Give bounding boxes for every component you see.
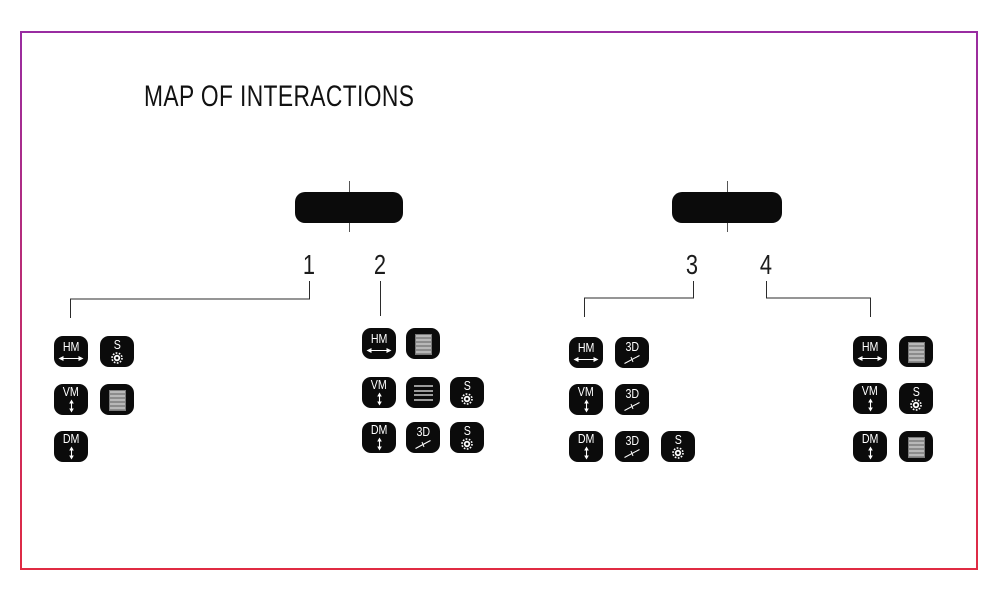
badge-vm: VM — [569, 384, 603, 415]
badge-stripe — [100, 384, 134, 415]
badge-label: DM — [577, 431, 595, 446]
double-vertical-arrow-icon — [375, 437, 384, 451]
badge-label: S — [463, 378, 471, 393]
badge-3d: 3D — [406, 422, 440, 453]
badge-label: 3D — [416, 423, 430, 439]
badge-vm: VM — [54, 384, 88, 415]
badge-label: S — [674, 432, 682, 447]
badge-label: S — [912, 384, 920, 399]
gear-icon — [111, 352, 123, 364]
badge-stripe — [899, 431, 933, 462]
badge-label: VM — [862, 383, 878, 398]
badge-label: S — [463, 423, 471, 438]
badge-label: DM — [62, 431, 80, 446]
badge-hm: HM — [853, 336, 887, 367]
branch-1-connector — [70, 281, 310, 318]
badge-hm: HM — [54, 336, 88, 367]
badge-label: VM — [371, 377, 387, 392]
badge-label: DM — [861, 431, 879, 446]
device-node-2 — [672, 192, 782, 223]
striped-square-icon — [907, 436, 925, 458]
badge-label: 3D — [625, 432, 639, 448]
branch-label-3: 3 — [685, 249, 699, 280]
badge-lines — [406, 377, 440, 408]
badge-dm: DM — [362, 422, 396, 453]
badge-s: S — [450, 422, 484, 453]
badge-vm: VM — [362, 377, 396, 408]
gear-icon — [461, 393, 473, 405]
striped-square-icon — [414, 333, 432, 355]
badge-label: S — [113, 337, 121, 352]
diagonal-slider-icon — [623, 354, 641, 365]
badge-hm: HM — [569, 337, 603, 368]
badge-s: S — [661, 431, 695, 462]
badge-label: HM — [577, 339, 595, 355]
diagonal-slider-icon — [623, 401, 641, 412]
badge-label: VM — [578, 384, 594, 399]
gear-icon — [910, 399, 922, 411]
badge-stripe — [406, 328, 440, 359]
badge-s: S — [450, 377, 484, 408]
branch-3-connector — [584, 281, 694, 317]
badge-label: 3D — [625, 385, 639, 401]
page-title: MAP OF INTERACTIONS — [144, 80, 415, 113]
badge-3d: 3D — [615, 384, 649, 415]
double-horizontal-arrow-icon — [58, 354, 84, 363]
badge-stripe — [899, 336, 933, 367]
double-vertical-arrow-icon — [67, 399, 76, 413]
badge-s: S — [100, 336, 134, 367]
double-vertical-arrow-icon — [866, 398, 875, 412]
double-horizontal-arrow-icon — [366, 346, 392, 355]
device-node-1 — [295, 192, 403, 223]
gradient-border-frame — [20, 31, 978, 570]
badge-vm: VM — [853, 383, 887, 414]
menu-lines-icon — [413, 383, 433, 404]
badge-label: 3D — [625, 338, 639, 354]
diagonal-slider-icon — [414, 439, 432, 450]
double-vertical-arrow-icon — [582, 446, 591, 460]
branch-label-1: 1 — [302, 249, 316, 280]
badge-label: VM — [63, 384, 79, 399]
badge-3d: 3D — [615, 431, 649, 462]
badge-label: DM — [370, 422, 388, 437]
double-vertical-arrow-icon — [866, 446, 875, 460]
badge-s: S — [899, 383, 933, 414]
branch-label-2: 2 — [373, 249, 387, 280]
double-vertical-arrow-icon — [67, 446, 76, 460]
badge-dm: DM — [54, 431, 88, 462]
branch-label-4: 4 — [759, 249, 773, 280]
striped-square-icon — [108, 389, 126, 411]
badge-dm: DM — [569, 431, 603, 462]
double-horizontal-arrow-icon — [573, 355, 599, 364]
badge-dm: DM — [853, 431, 887, 462]
double-vertical-arrow-icon — [582, 399, 591, 413]
badge-label: HM — [861, 338, 879, 354]
double-horizontal-arrow-icon — [857, 354, 883, 363]
badge-hm: HM — [362, 328, 396, 359]
branch-4-connector — [766, 281, 871, 317]
badge-3d: 3D — [615, 337, 649, 368]
diagonal-slider-icon — [623, 448, 641, 459]
badge-label: HM — [62, 338, 80, 354]
badge-label: HM — [370, 330, 388, 346]
double-vertical-arrow-icon — [375, 392, 384, 406]
gear-icon — [461, 438, 473, 450]
striped-square-icon — [907, 341, 925, 363]
gear-icon — [672, 447, 684, 459]
